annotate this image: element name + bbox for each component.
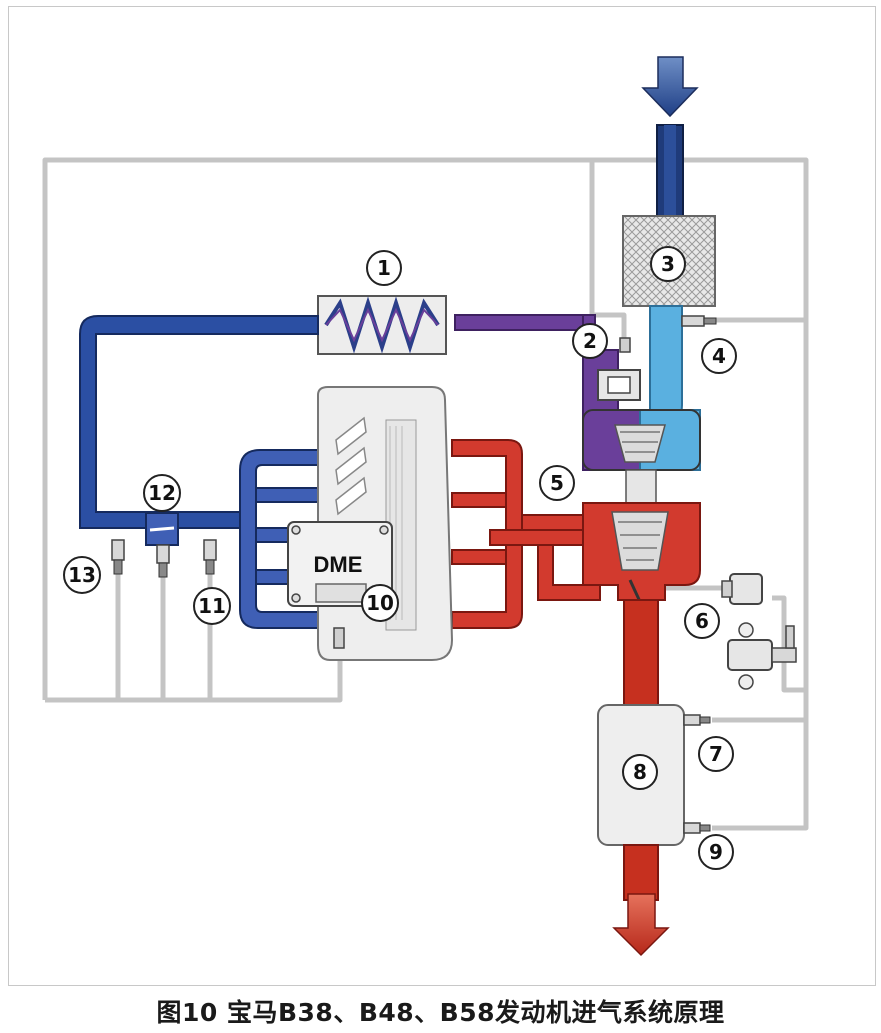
intake-system-diagram: DME 1	[42, 56, 809, 957]
turbo-shaft	[625, 469, 657, 507]
svg-text:7: 7	[709, 742, 723, 766]
sensor-13	[111, 539, 125, 575]
callout-4: 4	[701, 338, 737, 374]
svg-text:13: 13	[68, 563, 96, 587]
svg-text:3: 3	[661, 252, 675, 276]
callout-5: 5	[539, 465, 575, 501]
charge-air-pipe-cold	[79, 315, 319, 529]
wastegate-actuator	[721, 573, 797, 690]
air-inlet-arrow	[641, 56, 699, 118]
exhaust-pipe-lower	[623, 844, 659, 901]
callout-8: 8	[622, 754, 658, 790]
filtered-air-pipe	[649, 305, 683, 426]
svg-text:6: 6	[695, 609, 709, 633]
exhaust-outlet-arrow	[612, 893, 670, 957]
svg-text:8: 8	[633, 760, 647, 784]
svg-text:9: 9	[709, 840, 723, 864]
throttle-valve	[145, 512, 179, 546]
svg-text:2: 2	[583, 329, 597, 353]
sensor-12-throttle-actuator	[156, 544, 170, 578]
callout-10: 10	[361, 584, 399, 622]
callout-7: 7	[698, 736, 734, 772]
turbine-housing	[582, 502, 701, 607]
svg-text:11: 11	[198, 594, 226, 618]
recirculation-valve	[597, 337, 641, 401]
dme-control-unit: DME	[287, 521, 393, 649]
svg-text:5: 5	[550, 471, 564, 495]
svg-text:10: 10	[366, 591, 394, 615]
callout-2: 2	[572, 323, 608, 359]
callout-13: 13	[63, 556, 101, 594]
callout-3: 3	[650, 246, 686, 282]
callout-9: 9	[698, 834, 734, 870]
figure-caption: 图10 宝马B38、B48、B58发动机进气系统原理	[156, 998, 725, 1027]
sensor-9	[683, 822, 711, 834]
dme-label: DME	[314, 552, 363, 577]
svg-text:1: 1	[377, 256, 391, 280]
intercooler	[317, 295, 447, 355]
callout-6: 6	[684, 603, 720, 639]
exhaust-pipe-upper	[623, 599, 659, 706]
callout-1: 1	[366, 250, 402, 286]
exhaust-manifold	[451, 439, 601, 629]
callout-11: 11	[193, 587, 231, 625]
sensor-7	[683, 714, 711, 726]
callout-12: 12	[143, 474, 181, 512]
sensor-11	[203, 539, 217, 575]
svg-text:4: 4	[712, 344, 726, 368]
charge-air-pipe-warm	[454, 314, 584, 331]
sensor-4	[681, 315, 717, 327]
svg-text:12: 12	[148, 481, 176, 505]
